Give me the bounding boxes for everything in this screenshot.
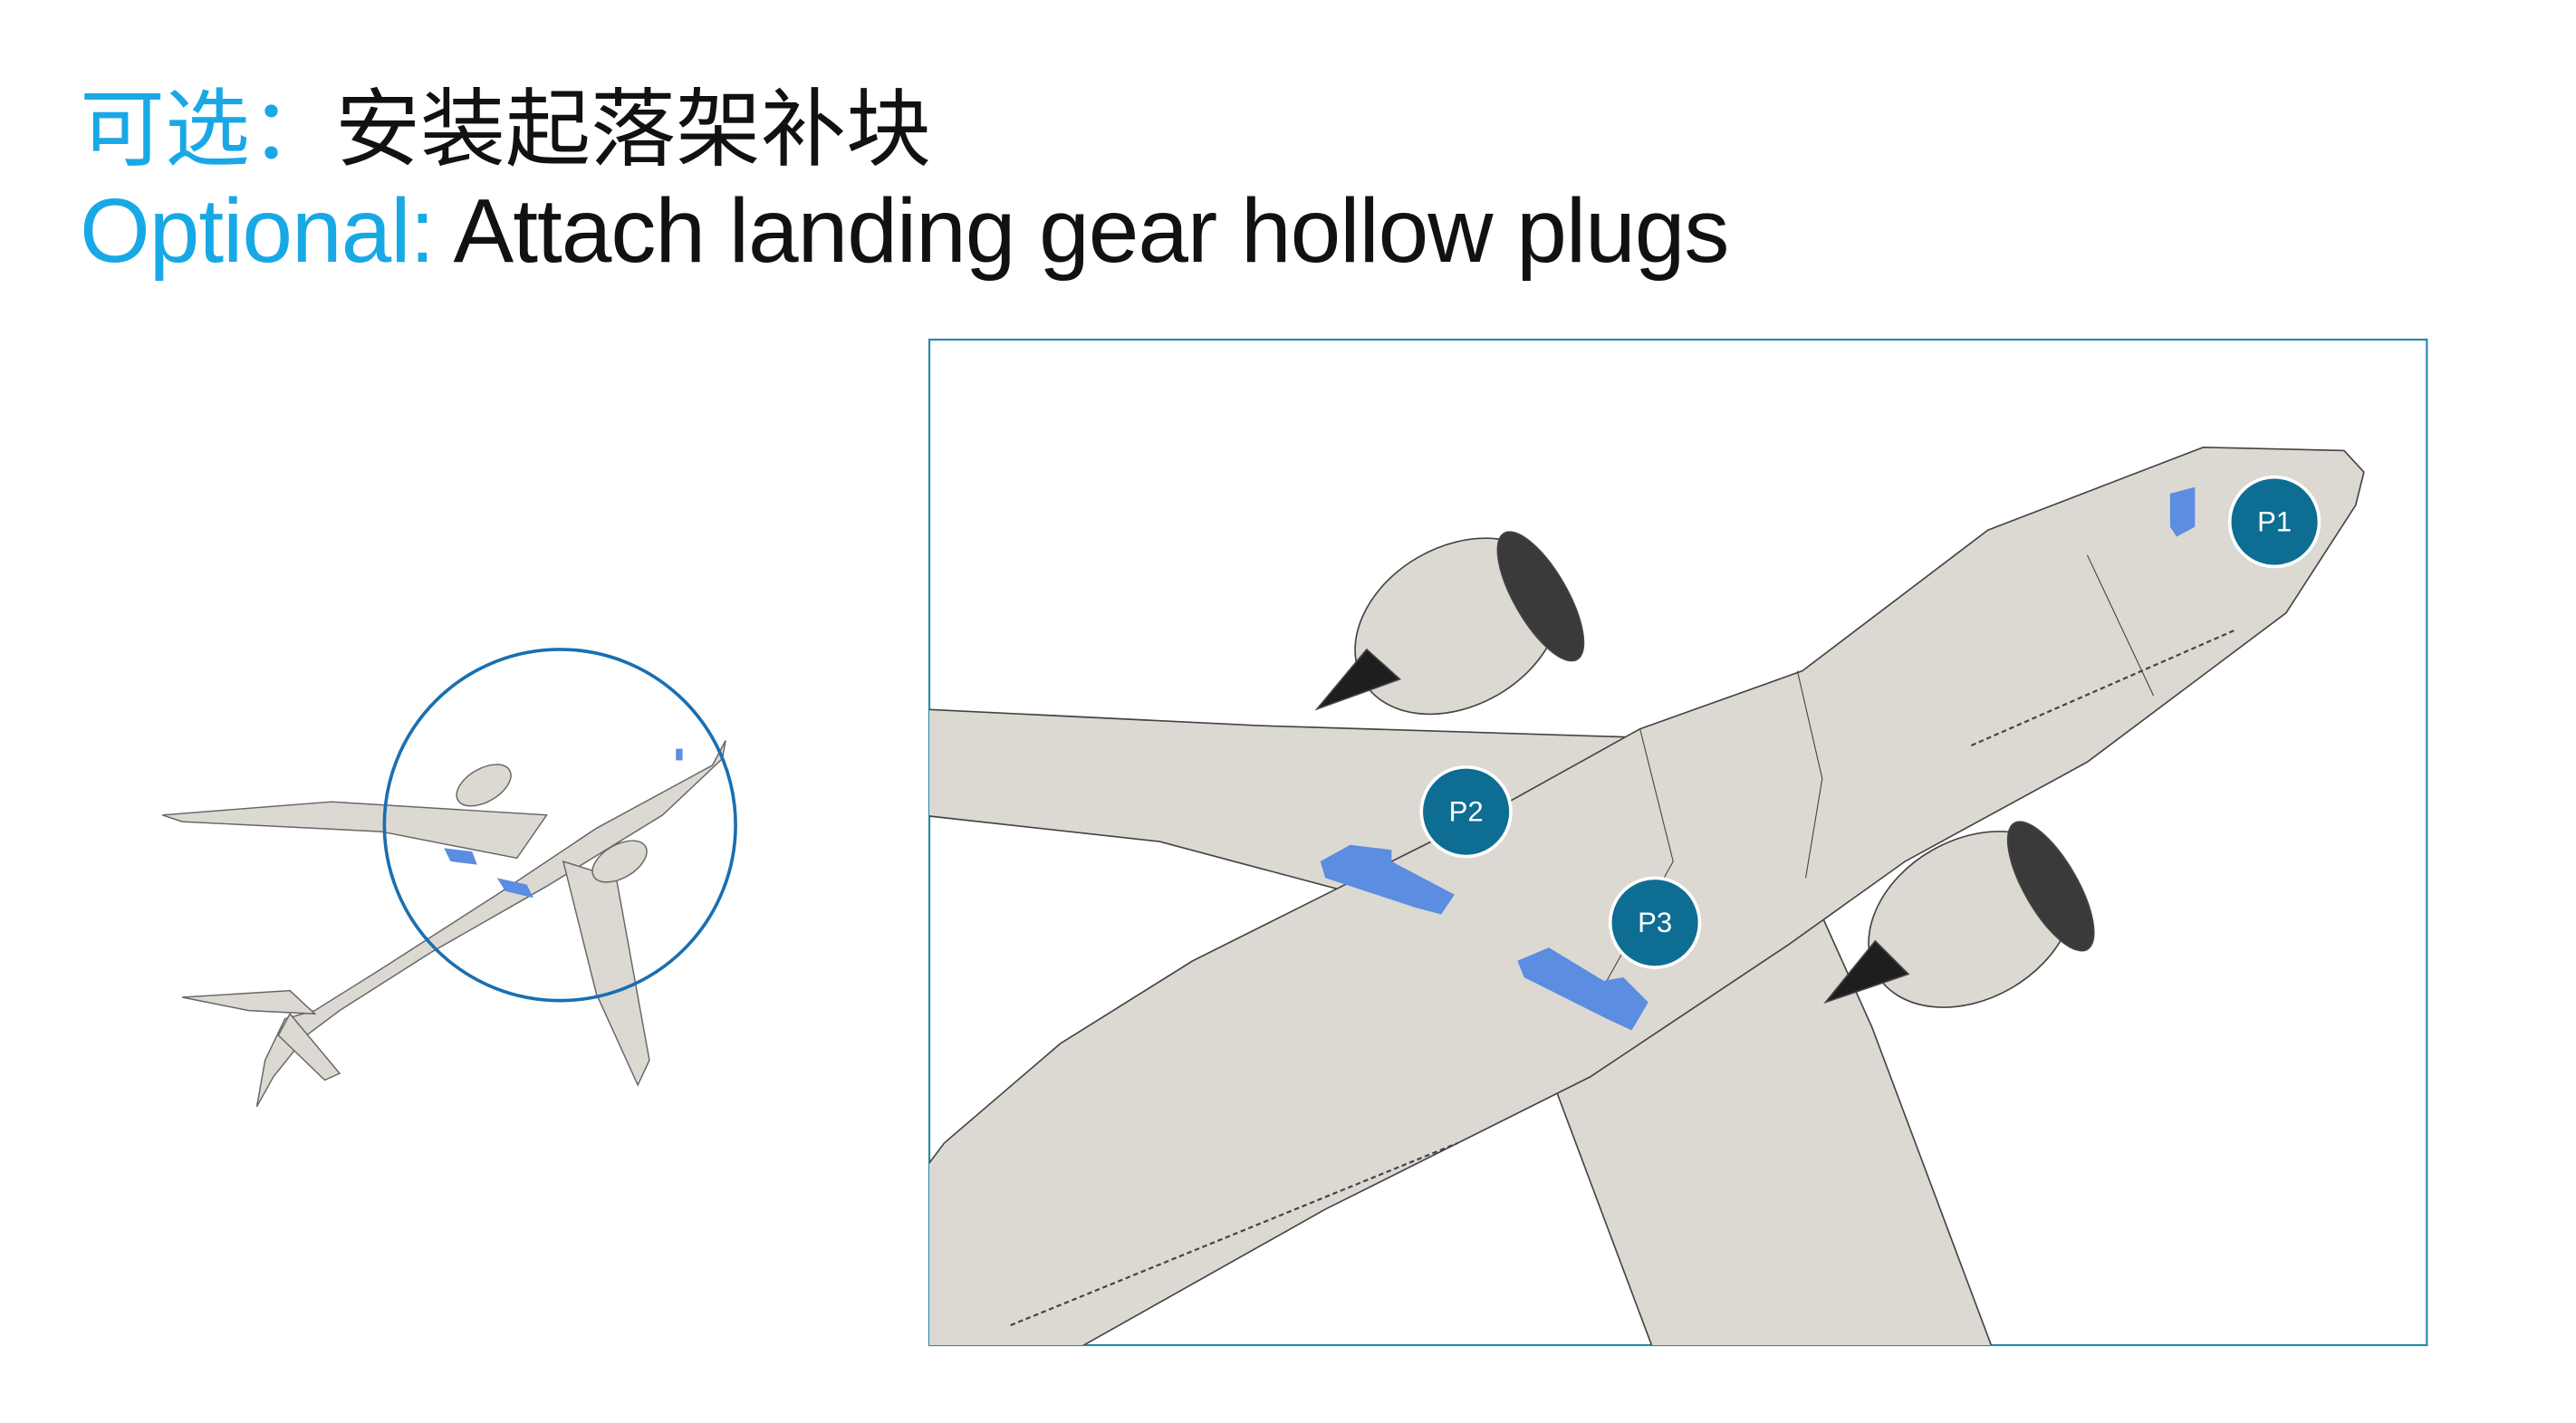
callout-p2-label: P2 bbox=[1449, 796, 1484, 828]
window-row bbox=[1010, 628, 2237, 1327]
overview-left-engine bbox=[456, 764, 512, 807]
title-chinese: 可选：安装起落架补块 bbox=[80, 80, 931, 179]
overview-highlight-circle bbox=[382, 648, 737, 1003]
overview-tail bbox=[182, 989, 317, 1015]
title-chinese-text: 安装起落架补块 bbox=[335, 82, 932, 177]
plug-p3 bbox=[1517, 947, 1648, 1031]
callout-p1-label: P1 bbox=[2257, 506, 2292, 538]
fuselage-panel-line bbox=[1590, 554, 2155, 1011]
plug-p1 bbox=[2169, 486, 2196, 537]
callout-p3-label: P3 bbox=[1638, 907, 1672, 938]
overview-right-wing bbox=[562, 860, 650, 1087]
overview-plug-p3 bbox=[496, 878, 533, 899]
overview-fin bbox=[277, 1012, 341, 1082]
callout-p3: P3 bbox=[1608, 876, 1702, 969]
overview-left-wing bbox=[162, 801, 548, 860]
right-engine-spinner bbox=[1823, 939, 1910, 1005]
overview-right-engine bbox=[591, 840, 648, 883]
plug-p2 bbox=[1320, 844, 1455, 915]
callout-p1: P1 bbox=[2227, 475, 2321, 569]
callout-p2: P2 bbox=[1419, 764, 1513, 859]
title-english-text: Attach landing gear hollow plugs bbox=[453, 180, 1730, 282]
right-engine-intake bbox=[2006, 821, 2095, 952]
overview-plug-p2 bbox=[444, 848, 477, 865]
title-english-prefix: Optional: bbox=[80, 180, 435, 282]
title-chinese-prefix: 可选： bbox=[80, 82, 336, 177]
overview-fuselage bbox=[255, 740, 726, 1108]
left-engine-spinner bbox=[1314, 648, 1402, 711]
overview-plane bbox=[162, 740, 726, 1108]
overview-plug-p1 bbox=[676, 748, 683, 761]
title-english: Optional: Attach landing gear hollow plu… bbox=[80, 178, 1730, 284]
left-engine-intake bbox=[1496, 531, 1585, 662]
